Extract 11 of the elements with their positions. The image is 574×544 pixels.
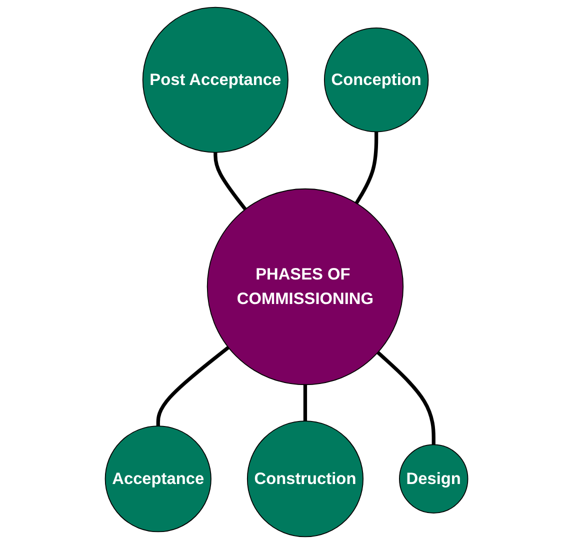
node-circle: Post Acceptance [142, 6, 289, 153]
connector [377, 351, 436, 445]
node-circle: Conception [324, 28, 430, 132]
node-circle: PHASES OF COMMISSIONING [207, 188, 404, 386]
connector [156, 346, 230, 426]
connector [355, 132, 379, 204]
node-circle: Design [399, 444, 469, 514]
connector [214, 152, 248, 210]
node-circle: Acceptance [105, 426, 212, 532]
connector [304, 384, 308, 422]
node-circle: Construction [247, 420, 364, 538]
